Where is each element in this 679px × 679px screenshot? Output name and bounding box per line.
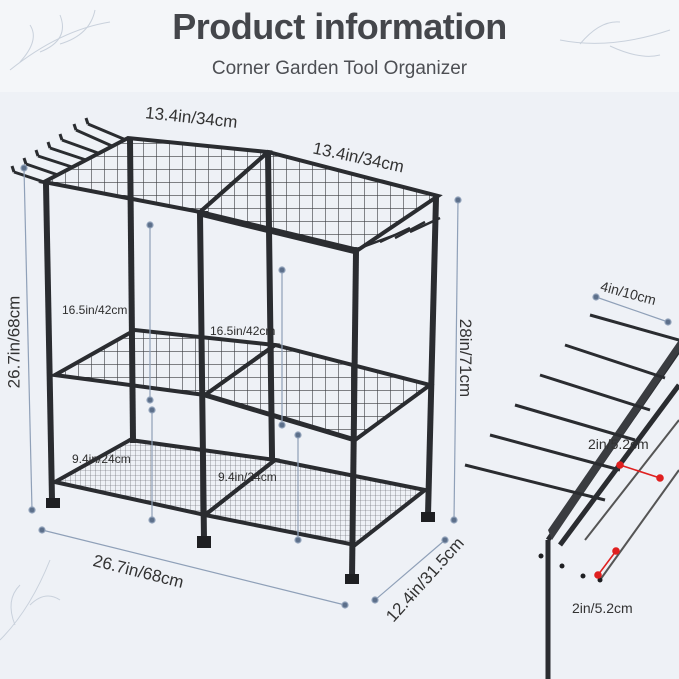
lower-gap-left-label: 9.4in/24cm <box>72 452 131 466</box>
page-title: Product information <box>172 6 507 47</box>
lower-gap-right-label: 9.4in/24cm <box>218 470 277 484</box>
right-height-label: 28in/71cm <box>456 318 476 398</box>
upper-gap-left-label: 16.5in/42cm <box>62 303 128 317</box>
left-height-label: 26.7in/68cm <box>4 295 24 389</box>
upper-gap-right-label: 16.5in/42cm <box>210 324 276 338</box>
hook-spacing-bottom-label: 2in/5.2cm <box>572 600 633 616</box>
hook-spacing-top-label: 2in/5.2cm <box>588 436 649 452</box>
red-markers <box>594 461 664 579</box>
page-subtitle: Corner Garden Tool Organizer <box>211 58 468 79</box>
